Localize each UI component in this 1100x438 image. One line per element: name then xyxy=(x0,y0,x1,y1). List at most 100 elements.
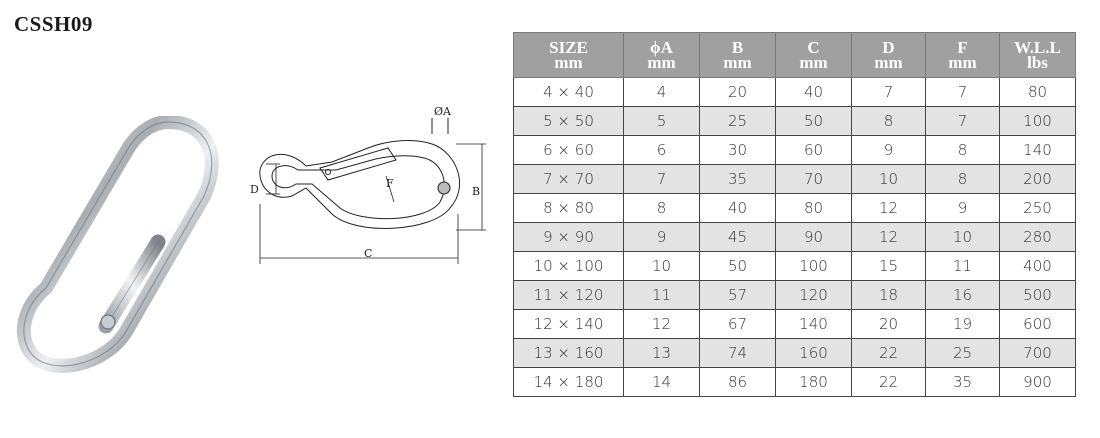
dimension-label-c: C xyxy=(364,247,373,260)
table-cell: 280 xyxy=(999,222,1076,252)
table-cell: 11 × 120 xyxy=(513,280,624,310)
table-cell: 50 xyxy=(699,251,776,281)
table-cell: 5 × 50 xyxy=(513,106,624,136)
table-cell: 8 xyxy=(925,164,1000,194)
table-cell: 25 xyxy=(699,106,776,136)
table-cell: 8 xyxy=(851,106,926,136)
table-cell: 140 xyxy=(775,309,852,339)
dimension-drawing: ØA D B C F xyxy=(236,104,492,276)
table-cell: 10 × 100 xyxy=(513,251,624,281)
table-cell: 140 xyxy=(999,135,1076,165)
table-cell: 80 xyxy=(775,193,852,223)
table-cell: 40 xyxy=(775,77,852,107)
table-cell: 7 xyxy=(925,106,1000,136)
table-cell: 86 xyxy=(699,367,776,397)
table-cell: 10 xyxy=(623,251,700,281)
dimension-label-d: D xyxy=(250,183,259,196)
table-cell: 19 xyxy=(925,309,1000,339)
table-cell: 200 xyxy=(999,164,1076,194)
product-code: CSSH09 xyxy=(14,12,93,36)
table-cell: 7 xyxy=(623,164,700,194)
table-cell: 13 × 160 xyxy=(513,338,624,368)
table-cell: 9 xyxy=(851,135,926,165)
table-cell: 16 xyxy=(925,280,1000,310)
table-cell: 10 xyxy=(851,164,926,194)
table-cell: 70 xyxy=(775,164,852,194)
table-cell: 250 xyxy=(999,193,1076,223)
table-cell: 8 × 80 xyxy=(513,193,624,223)
table-cell: 7 xyxy=(851,77,926,107)
table-cell: 6 × 60 xyxy=(513,135,624,165)
table-cell: 11 xyxy=(925,251,1000,281)
table-cell: 8 xyxy=(925,135,1000,165)
table-cell: 6 xyxy=(623,135,700,165)
dimension-label-f: F xyxy=(386,177,394,190)
table-cell: 11 xyxy=(623,280,700,310)
table-cell: 7 × 70 xyxy=(513,164,624,194)
table-cell: 80 xyxy=(999,77,1076,107)
table-cell: 7 xyxy=(925,77,1000,107)
table-cell: 60 xyxy=(775,135,852,165)
table-cell: 9 × 90 xyxy=(513,222,624,252)
table-cell: 180 xyxy=(775,367,852,397)
table-cell: 4 xyxy=(623,77,700,107)
table-cell: 25 xyxy=(925,338,1000,368)
table-cell: 14 xyxy=(623,367,700,397)
table-cell: 5 xyxy=(623,106,700,136)
table-cell: 9 xyxy=(623,222,700,252)
table-cell: 15 xyxy=(851,251,926,281)
table-cell: 30 xyxy=(699,135,776,165)
table-cell: 10 xyxy=(925,222,1000,252)
table-cell: 74 xyxy=(699,338,776,368)
table-cell: 9 xyxy=(925,193,1000,223)
table-cell: 40 xyxy=(699,193,776,223)
table-cell: 8 xyxy=(623,193,700,223)
table-cell: 45 xyxy=(699,222,776,252)
table-cell: 160 xyxy=(775,338,852,368)
table-cell: 20 xyxy=(851,309,926,339)
dimension-label-a: ØA xyxy=(434,105,451,118)
table-cell: 12 × 140 xyxy=(513,309,624,339)
table-cell: 700 xyxy=(999,338,1076,368)
snap-hook-outline xyxy=(259,118,486,264)
table-cell: 120 xyxy=(775,280,852,310)
table-cell: 67 xyxy=(699,309,776,339)
table-cell: 4 × 40 xyxy=(513,77,624,107)
table-cell: 400 xyxy=(999,251,1076,281)
table-cell: 900 xyxy=(999,367,1076,397)
table-cell: 90 xyxy=(775,222,852,252)
snap-hook-photo xyxy=(16,116,219,373)
table-cell: 22 xyxy=(851,367,926,397)
table-cell: 57 xyxy=(699,280,776,310)
table-cell: 13 xyxy=(623,338,700,368)
table-cell: 100 xyxy=(775,251,852,281)
table-cell: 100 xyxy=(999,106,1076,136)
table-cell: 18 xyxy=(851,280,926,310)
table-cell: 12 xyxy=(851,193,926,223)
table-cell: 22 xyxy=(851,338,926,368)
table-cell: 14 × 180 xyxy=(513,367,624,397)
table-cell: 20 xyxy=(699,77,776,107)
table-cell: 50 xyxy=(775,106,852,136)
table-cell: 500 xyxy=(999,280,1076,310)
table-cell: 35 xyxy=(699,164,776,194)
